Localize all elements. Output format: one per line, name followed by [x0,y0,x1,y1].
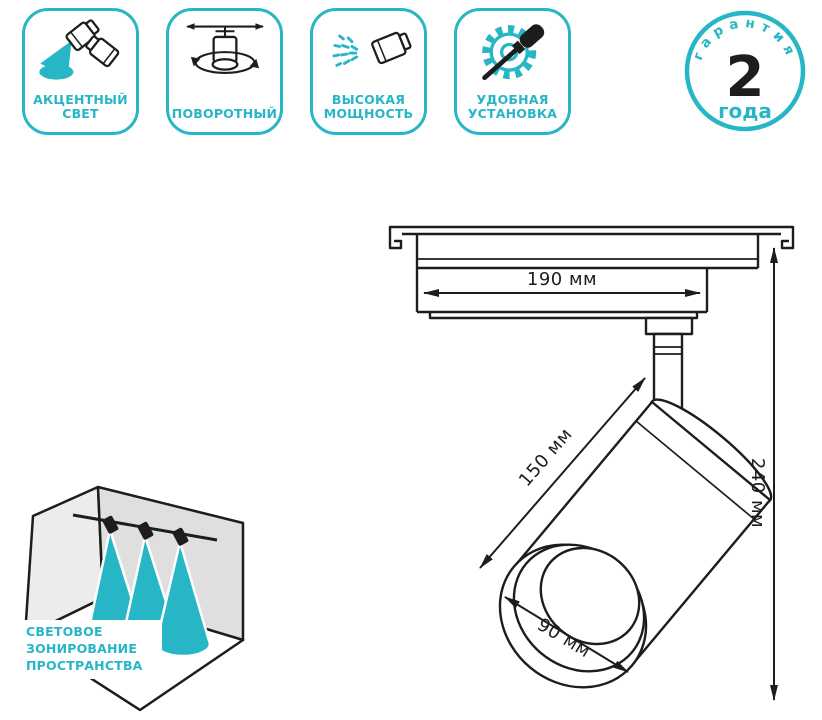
zoning-label-line: СВЕТОВОЕ [26,624,103,639]
zoning-label: СВЕТОВОЕ ЗОНИРОВАНИЕ ПРОСТРАНСТВА [20,620,162,679]
warranty-value: 2 [726,45,765,110]
accent-light-icon [38,19,119,80]
feature-label-accent-light: АКЦЕНТНЫЙ СВЕТ [33,91,128,123]
dim-arrow-body-length [479,377,646,569]
dim-label-body-length: 150 мм [515,424,577,491]
feature-label-line: СВЕТ [62,106,99,122]
warranty-badge-graphic: гарантия 2 года [684,10,806,132]
high-power-icon [332,31,412,67]
zoning-illustration [23,485,245,712]
screwdriver-icon [481,24,544,81]
warranty-unit: года [718,99,772,123]
feature-card-high-power: ВЫСОКАЯ МОЩНОСТЬ [310,8,427,135]
warranty-badge: гарантия 2 года [684,10,806,132]
feature-label-line: ПОВОРОТНЫЙ [171,106,278,122]
dimension-drawing: 190 мм 240 мм 150 мм 90 мм [388,225,795,701]
dim-label-total-height: 240 мм [747,458,768,528]
feature-label-line: МОЩНОСТЬ [323,106,414,122]
zoning-label-line: ЗОНИРОВАНИЕ [26,640,138,656]
dim-arrow-face-diameter [504,596,629,673]
feature-card-easy-installation: УДОБНАЯ УСТАНОВКА [454,8,571,135]
feature-card-accent-light: АКЦЕНТНЫЙ СВЕТ [22,8,139,135]
lamp-body [498,398,773,689]
feature-label-line: УДОБНАЯ [476,91,549,107]
feature-label-high-power: ВЫСОКАЯ МОЩНОСТЬ [323,91,414,123]
feature-label-line: УСТАНОВКА [467,106,558,122]
feature-label-easy-installation: УДОБНАЯ УСТАНОВКА [467,91,558,123]
easy-installation-icon [481,24,544,81]
feature-card-rotatable: ПОВОРОТНЫЙ [166,8,283,135]
rotatable-icon [185,23,264,74]
feature-label-line: АКЦЕНТНЫЙ [33,91,128,107]
dim-label-track-width: 190 мм [527,269,597,290]
zoning-label-line: ПРОСТРАНСТВА [26,657,143,673]
track-rail [388,225,795,320]
ceiling-track-lamps [72,513,218,546]
feature-label-line: ВЫСОКАЯ [331,91,406,107]
feature-label-rotatable: ПОВОРОТНЫЙ [171,106,278,122]
